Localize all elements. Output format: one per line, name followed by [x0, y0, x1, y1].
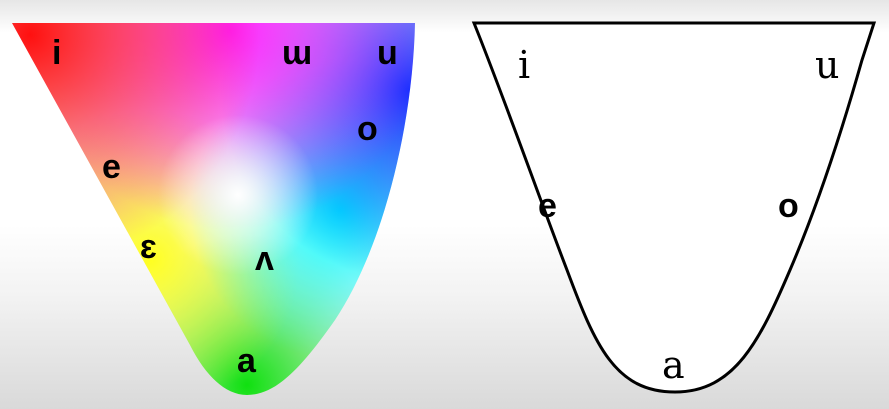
vowel-o-label: o: [357, 110, 378, 148]
vowel-e-label: e: [102, 148, 121, 186]
outline-vowel-a-label: a: [662, 343, 685, 387]
vowel-u-label: u: [377, 34, 398, 72]
vowel-i-label: i: [52, 34, 61, 72]
outline-vowel-chart: i u e o a: [471, 21, 877, 394]
outline-vowel-e-label: e: [538, 187, 557, 225]
outline-vowel-i-label: i: [518, 43, 530, 87]
vowel-unrounded-u-label: ɯ: [282, 34, 312, 72]
outline-vowel-o-label: o: [778, 187, 799, 225]
vowel-chart-outline: [471, 21, 877, 394]
outline-vowel-u-label: u: [815, 43, 839, 87]
color-gradient-fill: [12, 23, 415, 395]
vowel-open-e-label: ɛ: [140, 228, 157, 266]
colored-vowel-chart: i ɯ u o e ɛ ʌ a: [12, 23, 415, 395]
vowel-a-label: a: [237, 342, 257, 380]
vowel-wedge-label: ʌ: [255, 240, 274, 278]
